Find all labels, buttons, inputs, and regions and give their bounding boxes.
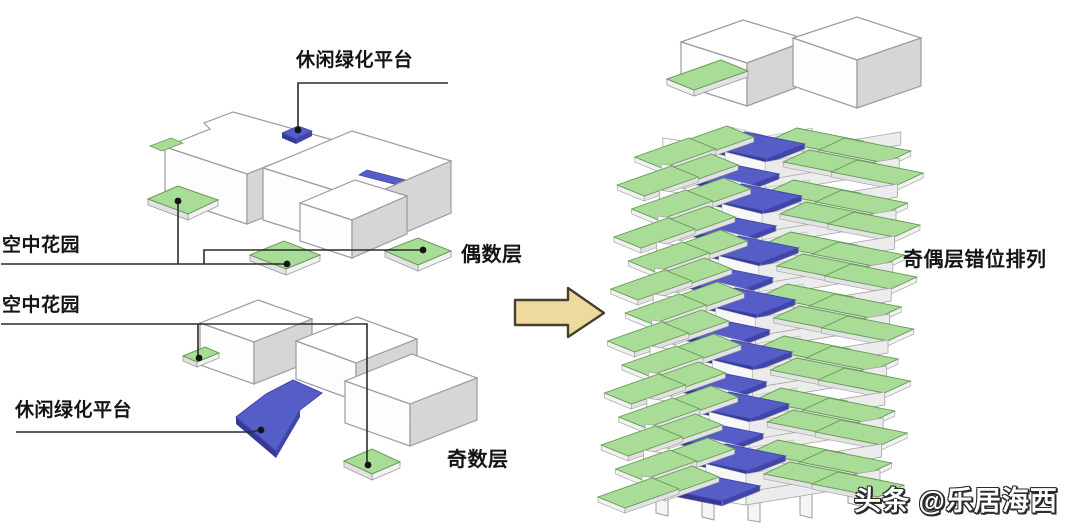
label-leisure-platform-top: 休闲绿化平台 — [296, 50, 414, 71]
odd-plan-mass-c — [345, 354, 477, 446]
sky-garden-pad — [344, 449, 400, 480]
tower-floor-odd — [608, 306, 914, 357]
label-staggered-result: 奇偶层错位排列 — [903, 249, 1047, 271]
tower-floor-even — [628, 230, 904, 277]
tower-floor-odd — [598, 462, 904, 513]
sky-garden-pad — [250, 241, 320, 275]
leader-dots — [174, 126, 427, 469]
tower-floors — [598, 126, 923, 513]
sky-garden-pad — [150, 138, 183, 151]
odd-floor-plan — [183, 300, 477, 480]
leisure-platform-pad-large — [236, 380, 322, 458]
watermark-text: 头条 @乐居海西 — [854, 486, 1058, 516]
tower-floor-odd — [617, 150, 923, 201]
sky-garden-pad — [148, 186, 218, 220]
sky-garden-pad — [667, 60, 748, 96]
sky-garden-pad — [385, 238, 451, 271]
label-even-floors: 偶数层 — [461, 244, 523, 266]
tower-roof — [667, 17, 921, 108]
label-sky-garden-even: 空中花园 — [2, 235, 81, 256]
label-leisure-platform-bottom: 休闲绿化平台 — [15, 400, 133, 421]
transform-arrow-icon — [515, 288, 604, 337]
even-floor-plan — [148, 112, 451, 275]
staggered-tower — [598, 17, 923, 522]
leader-lines — [1, 83, 448, 469]
even-plan-right-mass — [263, 131, 451, 258]
label-sky-garden-odd: 空中花园 — [2, 295, 81, 316]
label-odd-floors: 奇数层 — [447, 449, 509, 471]
odd-plan-mass-a — [200, 300, 312, 384]
